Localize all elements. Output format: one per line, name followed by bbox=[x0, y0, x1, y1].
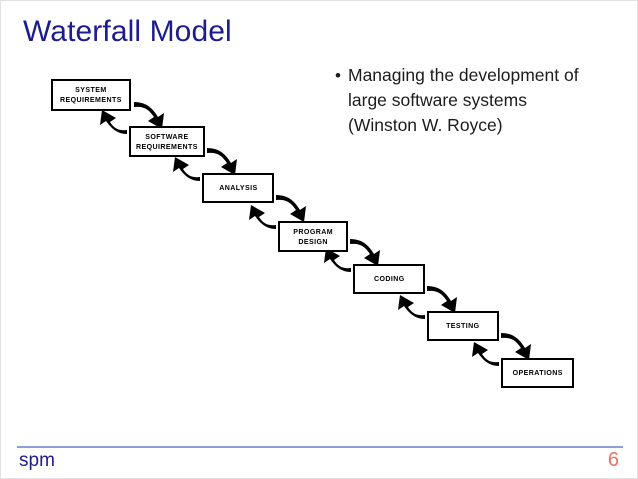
forward-flow-arrow bbox=[134, 102, 164, 129]
stage-box-software-requirements[interactable]: SOFTWARE REQUIREMENTS bbox=[129, 126, 205, 157]
forward-flow-arrow bbox=[427, 286, 457, 313]
stage-label: OPERATIONS bbox=[512, 368, 563, 377]
feedback-arrow bbox=[398, 295, 425, 319]
forward-flow-arrow bbox=[207, 148, 237, 175]
stage-box-operations[interactable]: OPERATIONS bbox=[501, 358, 574, 388]
stage-box-analysis[interactable]: ANALYSIS bbox=[202, 173, 274, 203]
forward-flow-arrow bbox=[350, 239, 380, 266]
stage-label: SYSTEM REQUIREMENTS bbox=[60, 85, 122, 104]
bullet-text: Managing the development of large softwa… bbox=[348, 63, 631, 138]
stage-label: ANALYSIS bbox=[218, 183, 258, 192]
bullet-line: (Winston W. Royce) bbox=[348, 115, 503, 135]
stage-box-program-design[interactable]: PROGRAM DESIGN bbox=[278, 221, 348, 252]
forward-flow-arrow bbox=[501, 333, 531, 360]
stage-label: TESTING bbox=[446, 321, 480, 330]
feedback-arrow bbox=[249, 205, 276, 229]
bullet-marker-icon: • bbox=[335, 66, 341, 85]
stage-label: CODING bbox=[373, 274, 405, 283]
feedback-arrow bbox=[100, 110, 127, 134]
bullet-list: • Managing the development of large soft… bbox=[335, 63, 631, 138]
feedback-arrow bbox=[173, 157, 200, 181]
stage-label: SOFTWARE REQUIREMENTS bbox=[136, 131, 198, 151]
footer-brand: spm bbox=[19, 450, 55, 471]
page-number: 6 bbox=[607, 449, 619, 471]
stage-label: PROGRAM DESIGN bbox=[293, 226, 333, 246]
list-item: • Managing the development of large soft… bbox=[335, 63, 631, 138]
bullet-line: large software systems bbox=[348, 90, 527, 110]
page-title: Waterfall Model bbox=[23, 15, 232, 48]
footer-divider bbox=[17, 446, 623, 448]
stage-box-testing[interactable]: TESTING bbox=[427, 311, 499, 341]
bullet-line: Managing the development of bbox=[348, 65, 579, 85]
feedback-arrow bbox=[472, 342, 499, 366]
forward-flow-arrow bbox=[276, 195, 306, 222]
stage-box-system-requirements[interactable]: SYSTEM REQUIREMENTS bbox=[51, 79, 131, 111]
stage-box-coding[interactable]: CODING bbox=[353, 264, 425, 294]
waterfall-diagram: SYSTEM REQUIREMENTS SOFTWARE REQUIREMENT… bbox=[1, 1, 637, 421]
